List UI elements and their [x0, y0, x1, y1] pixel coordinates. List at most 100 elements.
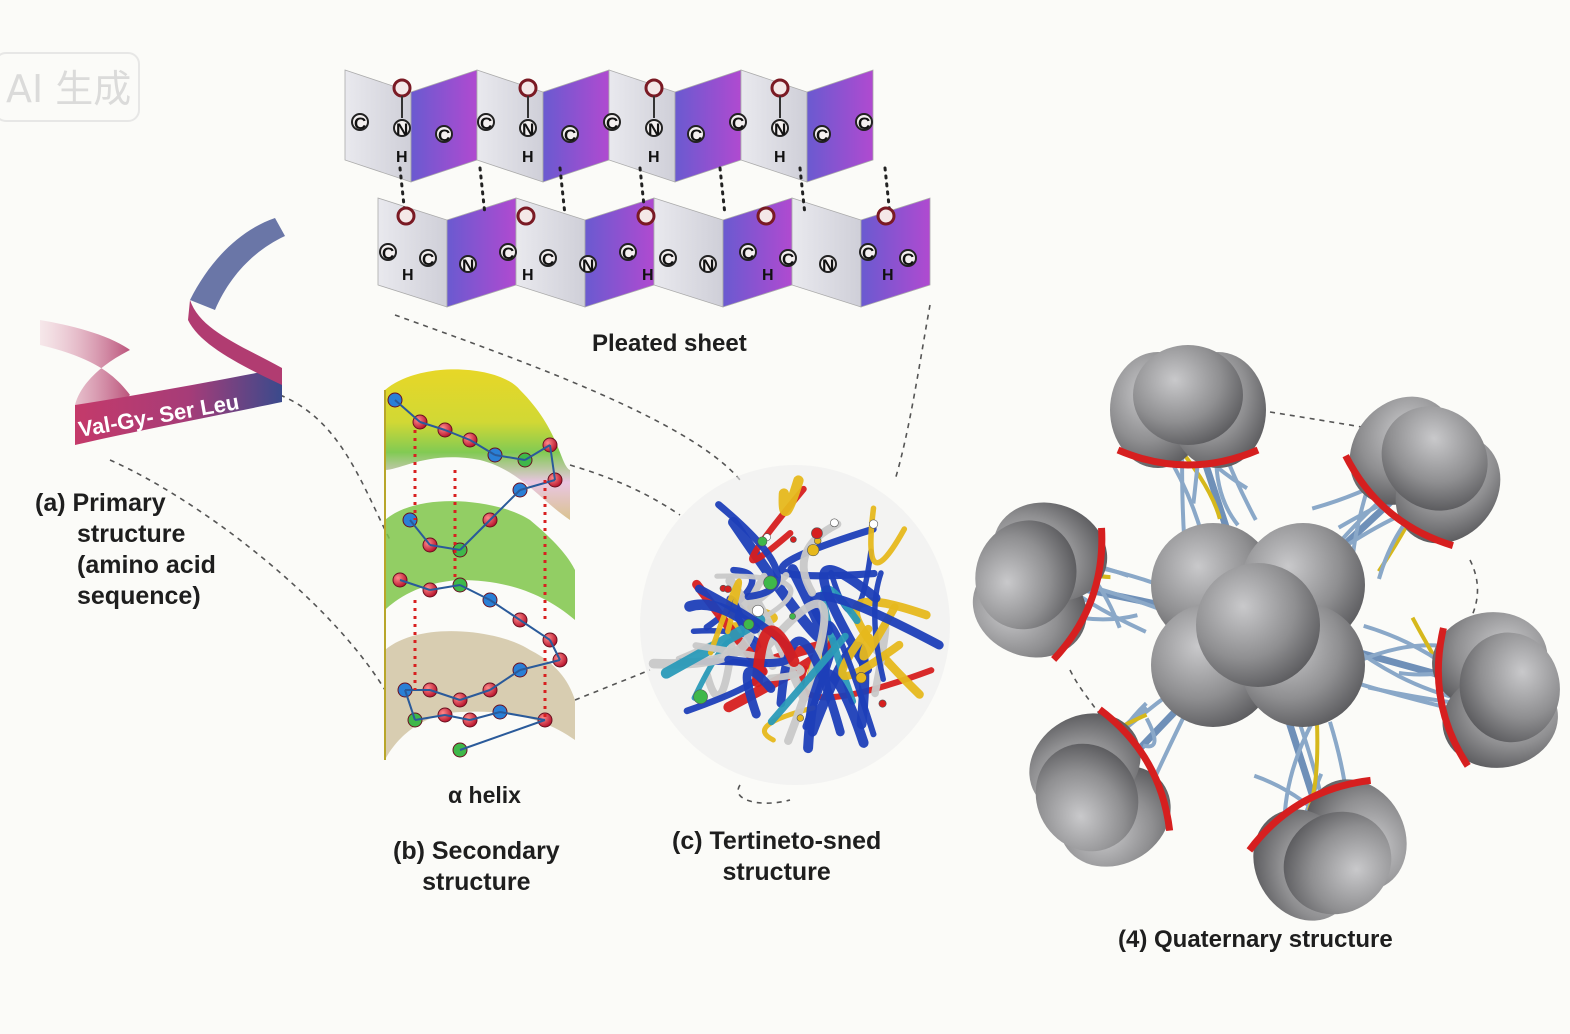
- atom-label: C: [690, 126, 702, 145]
- subunit-red-strand: [1342, 454, 1454, 549]
- atom-label: N: [822, 256, 834, 275]
- atom: [899, 249, 917, 267]
- tertiary-tube: [751, 625, 800, 688]
- atom: [619, 243, 637, 261]
- atom: [539, 249, 557, 267]
- subunit-lobe: [1133, 345, 1243, 445]
- tertiary-atom: [878, 699, 887, 708]
- secondary-label-line-2: structure: [422, 868, 531, 896]
- subunit-red-strand: [1246, 776, 1372, 853]
- subunit-lobe: [1381, 406, 1488, 511]
- atom-label: N: [522, 120, 534, 139]
- helix-bond: [414, 714, 446, 721]
- alpha-helix: [384, 369, 575, 760]
- hydrogen-label: H: [522, 267, 534, 284]
- pleated-sheet-label: Pleated sheet: [592, 330, 747, 357]
- oxygen-atom: [518, 78, 538, 98]
- hydrogen-label: H: [762, 267, 774, 284]
- hydrogen-label: H: [882, 267, 894, 284]
- helix-bond: [404, 689, 416, 721]
- atom-label: C: [858, 114, 870, 133]
- atom: [499, 243, 517, 261]
- subunit-lobe: [975, 520, 1077, 630]
- helix-bond: [394, 399, 421, 423]
- atom: [659, 249, 677, 267]
- tertiary-atom: [855, 672, 867, 684]
- atom: [379, 243, 397, 261]
- oxygen-atom: [392, 78, 412, 98]
- subunit-red-strand: [1097, 706, 1174, 832]
- atom: [699, 255, 717, 273]
- tertiary-tube: [872, 570, 886, 682]
- helix-bond: [494, 454, 526, 461]
- helix-bond: [499, 711, 546, 721]
- atom: [519, 119, 537, 137]
- quaternary-subunit: [1246, 776, 1407, 921]
- tertiary-atom: [869, 519, 879, 529]
- helix-bond: [444, 429, 471, 441]
- helix-bond: [519, 479, 556, 491]
- oxygen-atom: [756, 206, 776, 226]
- atom: [819, 255, 837, 273]
- primary-structure-label: (a) Primary structure (amino acid sequen…: [35, 488, 216, 612]
- helix-bond: [489, 599, 521, 621]
- helix-bond: [429, 689, 461, 701]
- helix-bond: [409, 519, 431, 546]
- atom-label: N: [462, 256, 474, 275]
- helix-bond: [444, 714, 471, 721]
- atom-label: C: [438, 126, 450, 145]
- subunit-red-strand: [1434, 627, 1471, 768]
- atom: [603, 113, 621, 131]
- helix-atoms: [387, 392, 568, 758]
- tertiary-label-line-1: (c) Tertineto-sned: [672, 827, 882, 855]
- helix-bond: [469, 711, 501, 721]
- atom-label: C: [564, 126, 576, 145]
- atom: [855, 113, 873, 131]
- helix-bond: [489, 489, 521, 521]
- helix-bond: [459, 584, 491, 601]
- secondary-structure-label: (b) Secondary structure: [393, 836, 560, 898]
- tertiary-atom: [796, 714, 804, 722]
- atom-label: C: [382, 244, 394, 263]
- atom-label: N: [648, 120, 660, 139]
- quaternary-structure: [972, 345, 1560, 921]
- subunit-red-strand: [1116, 446, 1260, 469]
- quaternary-subunit: [972, 502, 1108, 662]
- tertiary-atom: [811, 527, 823, 540]
- helix-bond: [549, 444, 556, 481]
- helix-bond: [429, 544, 461, 551]
- subunit-lobe: [1459, 632, 1560, 743]
- atom: [739, 243, 757, 261]
- atom-label: C: [732, 114, 744, 133]
- atom-label: C: [862, 244, 874, 263]
- atom: [579, 255, 597, 273]
- hydrogen-label: H: [522, 149, 534, 166]
- tertiary-tube: [778, 475, 804, 517]
- atom-label: C: [622, 244, 634, 263]
- primary-label-line-3: (amino acid: [77, 551, 216, 579]
- tertiary-tube: [715, 501, 781, 601]
- atom: [859, 243, 877, 261]
- helix-bond: [549, 639, 561, 661]
- subunit-red-strand: [1051, 527, 1106, 662]
- atom: [729, 113, 747, 131]
- tertiary-atom: [807, 544, 820, 557]
- quaternary-subunit: [1432, 612, 1560, 768]
- atom: [419, 249, 437, 267]
- quaternary-chain: [1142, 717, 1157, 749]
- helix-bond: [459, 719, 546, 751]
- atom: [561, 125, 579, 143]
- oxygen-atom: [516, 206, 536, 226]
- quaternary-subunit: [1342, 396, 1501, 549]
- atom: [779, 249, 797, 267]
- tertiary-atom: [757, 536, 768, 547]
- atom-label: C: [422, 250, 434, 269]
- atom: [459, 255, 477, 273]
- atom: [813, 125, 831, 143]
- atom-label: N: [774, 120, 786, 139]
- helix-bond: [429, 584, 461, 591]
- atom-label: N: [582, 256, 594, 275]
- tertiary-tube: [799, 520, 842, 597]
